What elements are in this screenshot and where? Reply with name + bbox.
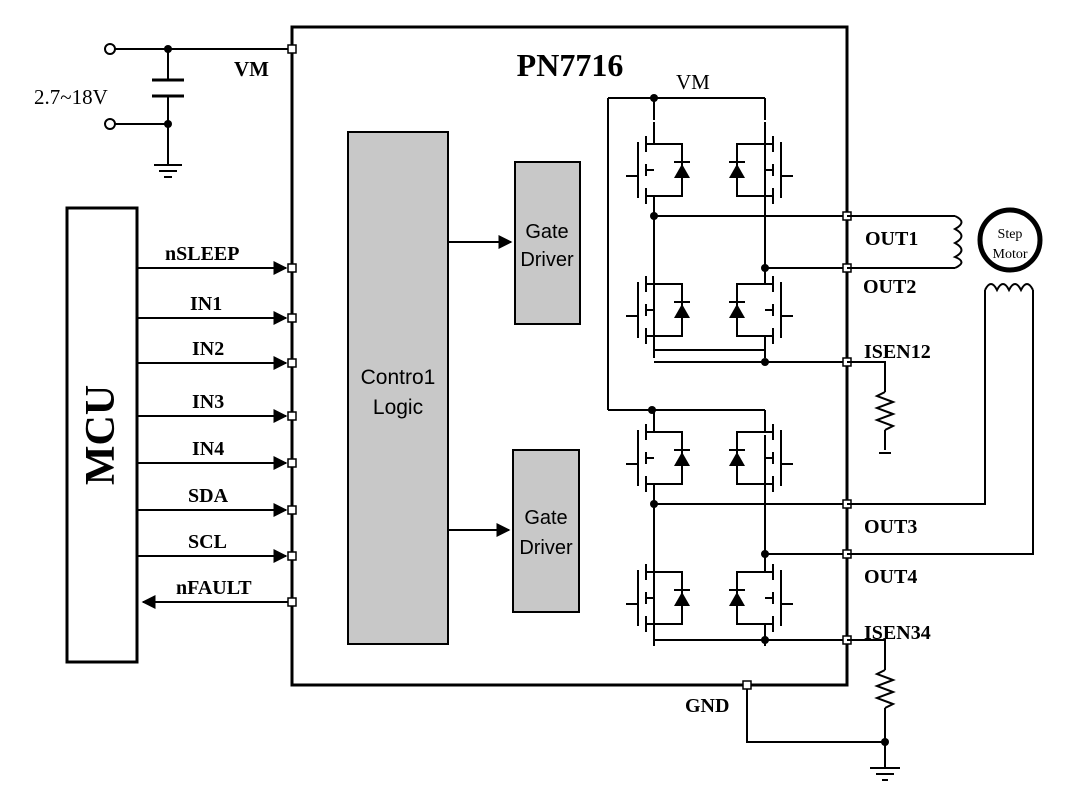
out2-label: OUT2 [863,276,916,298]
gate-driver-bottom-line1: Gate [524,507,567,529]
mosfet-8 [729,550,793,646]
mosfet-6 [729,410,793,506]
ground-icon-bottom [870,767,900,781]
signal-label-nsleep: nSLEEP [165,243,239,265]
mosfet-1 [626,122,690,218]
pin-in3 [287,411,297,421]
voltage-range-label: 2.7~18V [34,85,108,109]
pin-in1 [287,313,297,323]
supply-capacitor [152,78,184,98]
bridge-vm-label: VM [676,70,710,94]
pin-nfault [287,597,297,607]
isen12-resistor [874,391,896,431]
gnd-terminal [104,118,116,130]
control-logic-line1: Contro1 [361,366,436,389]
out4-label: OUT4 [864,566,917,588]
gate-driver-top-line1: Gate [525,221,568,243]
signal-label-nfault: nFAULT [176,577,252,599]
chip-outline [290,25,849,687]
mosfet-5 [626,410,690,506]
out1-label: OUT1 [865,228,918,250]
pin-in2 [287,358,297,368]
step-motor: Step Motor [847,207,1043,555]
control-logic-line2: Logic [373,396,423,419]
signal-label-in4: IN4 [192,438,224,460]
motor-circle [977,207,1043,273]
motor-label-line2: Motor [993,247,1028,262]
mcu-block [65,206,139,664]
control-logic-block [347,131,449,645]
pin-nsleep [287,263,297,273]
mosfet-3 [626,262,690,358]
pin-sda [287,505,297,515]
mcu-label: MCU [78,385,124,485]
gate-driver-bottom-block [512,449,580,613]
mosfet-7 [626,550,690,646]
signal-label-sda: SDA [188,485,229,507]
ground-icon [154,164,182,178]
signal-label-in1: IN1 [190,293,222,315]
vm-pin-label: VM [234,57,269,81]
isen34-resistor [874,669,896,709]
gate-driver-top-block [514,161,581,325]
isen12-label: ISEN12 [864,341,931,363]
mosfet-4 [729,262,793,358]
gate-driver-bottom-line2: Driver [519,537,573,559]
mosfet-2 [729,122,793,218]
isen34-label: ISEN34 [864,622,931,644]
h-bridges: VM [607,70,847,646]
chip-name: PN7716 [517,47,624,83]
pin-in4 [287,458,297,468]
supply-section: 2.7~18V VM [34,43,292,178]
vm-terminal [104,43,116,55]
signal-label-in3: IN3 [192,391,224,413]
gate-driver-top-line2: Driver [520,249,574,271]
sense-resistors [746,361,900,781]
out3-label: OUT3 [864,516,917,538]
signal-label-in2: IN2 [192,338,224,360]
signal-label-scl: SCL [188,531,227,553]
pin-scl [287,551,297,561]
gnd-label: GND [685,695,729,717]
motor-label-line1: Step [998,227,1023,242]
